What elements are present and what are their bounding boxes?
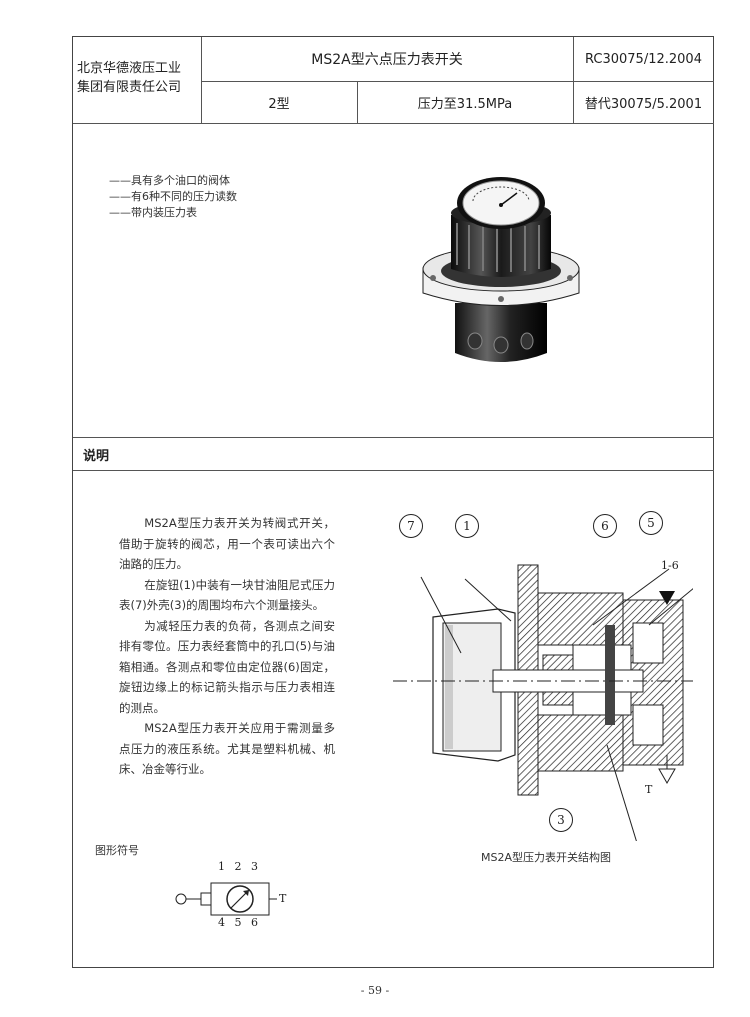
symbol-label: 图形符号 — [95, 844, 139, 857]
symbol-bottom-ports: 4 5 6 — [218, 916, 258, 929]
pressure-rating: 压力至31.5MPa — [417, 96, 513, 112]
doc-title: MS2A型六点压力表开关 — [311, 52, 463, 68]
drawing-caption: MS2A型压力表开关结构图 — [481, 851, 611, 864]
product-photo — [422, 177, 580, 362]
company-name: 北京华德液压工业 集团有限责任公司 — [77, 61, 182, 95]
callout-1: 1 — [455, 514, 479, 538]
tank-label: T — [645, 783, 653, 796]
description-paragraph: 为减轻压力表的负荷，各测点之间安排有零位。压力表经套筒中的孔口(5)与油箱相通。… — [119, 618, 335, 715]
callout-5: 5 — [639, 511, 663, 535]
callout-6: 6 — [593, 514, 617, 538]
description: MS2A型压力表开关为转阀式开关，借助于旋转的阀芯，用一个表可读出六个油路的压力… — [119, 513, 335, 780]
header-divider — [201, 37, 202, 123]
description-paragraph: MS2A型压力表开关为转阀式开关，借助于旋转的阀芯，用一个表可读出六个油路的压力… — [119, 516, 335, 571]
header-divider — [357, 81, 358, 123]
structure-drawing — [393, 564, 693, 841]
graphic-symbol — [175, 882, 277, 916]
feature-item: ——有6种不同的压力读数 — [109, 190, 237, 203]
symbol-top-ports: 1 2 3 — [218, 860, 258, 873]
callout-3: 3 — [549, 808, 573, 832]
replaces-code: 替代30075/5.2001 — [584, 96, 703, 112]
description-paragraph: 在旋钮(1)中装有一块甘油阻尼式压力表(7)外壳(3)的周围均布六个测量接头。 — [119, 577, 335, 613]
feature-list: ——具有多个油口的阀体 ——有6种不同的压力读数 ——带内装压力表 — [109, 173, 237, 221]
feature-item: ——带内装压力表 — [109, 206, 197, 219]
header-divider — [573, 37, 574, 123]
model-type: 2型 — [268, 96, 290, 112]
section-divider — [73, 470, 714, 471]
section-divider — [73, 437, 714, 438]
page-number: - 59 - — [360, 984, 390, 997]
description-paragraph: MS2A型压力表开关应用于需测量多点压力的液压系统。尤其是塑料机械、机床、冶金等… — [119, 721, 335, 776]
callout-7: 7 — [399, 514, 423, 538]
symbol-tank-port: T — [279, 892, 287, 905]
page-frame: 北京华德液压工业 集团有限责任公司 MS2A型六点压力表开关 RC30075/1… — [72, 36, 714, 968]
doc-code: RC30075/12.2004 — [585, 51, 702, 67]
section-title: 说明 — [83, 449, 110, 464]
feature-item: ——具有多个油口的阀体 — [109, 174, 230, 187]
header-bottom-rule — [73, 123, 714, 124]
header-divider — [201, 81, 714, 82]
port-label: 1-6 — [661, 559, 679, 572]
